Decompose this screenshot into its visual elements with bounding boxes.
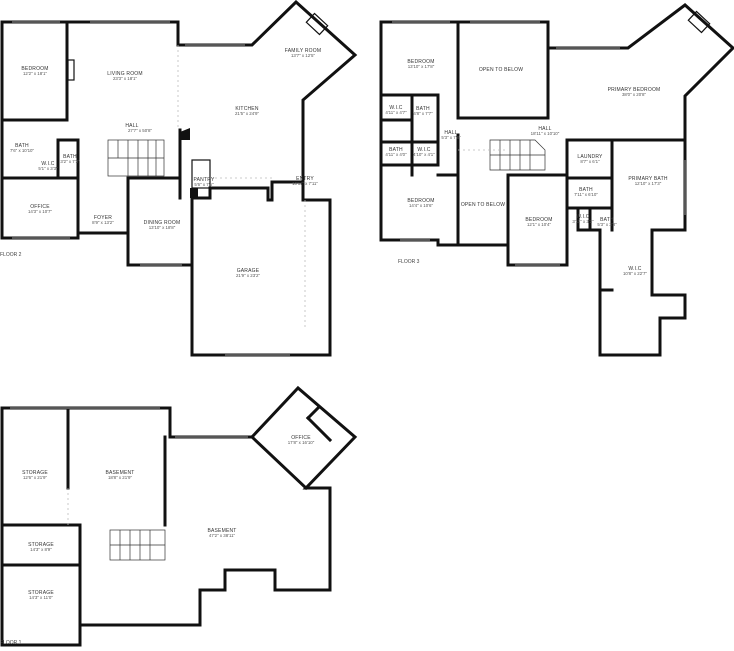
room-label: OFFICE [30,204,50,210]
room-label: W.I.C [389,105,402,111]
room-label: BATH [416,106,430,112]
room-dimensions: 5'6" x 7'5" [194,182,214,187]
room-dimensions: 10'8" x 22'7" [623,271,648,276]
room-dimensions: 4'8" x 7'7" [413,111,433,116]
room-dimensions: 27'7" x 50'8" [128,128,153,133]
room-dimensions: 7'6" x 10'10" [10,148,35,153]
room-dimensions: 4'11" x 4'0" [385,152,407,157]
room-dimensions: 23'3" x 18'1" [113,76,138,81]
room-dimensions: 4'10" x 4'1" [413,152,435,157]
room-dimensions: 8'7" x 6'1" [580,159,600,164]
room-label: PANTRY [193,177,214,183]
room-label: PRIMARY BEDROOM [608,87,661,93]
room-label: OPEN TO BELOW [461,202,505,208]
room-label: STORAGE [28,542,54,548]
room-label: W.I.C [576,214,589,220]
room-dimensions: 21'5" x 24'9" [235,111,260,116]
room-label: HALL [538,126,551,132]
room-dimensions: 13'10" x 18'8" [149,225,176,230]
room-dimensions: 38'0" x 20'8" [622,92,647,97]
room-dimensions: 18'11" x 10'10" [531,131,560,136]
room-dimensions: 18'8" x 21'9" [108,475,133,480]
room-label: BEDROOM [407,198,434,204]
room-dimensions: 14'4" x 10'6" [409,203,434,208]
floor-label: FLOOR 3 [398,259,420,265]
room-label: BEDROOM [407,59,434,65]
room-dimensions: 13'7" x 12'5" [291,53,316,58]
room-dimensions: 14'3" x 11'0" [29,595,53,600]
room-dimensions: 12'10" x 17'3" [635,181,662,186]
room-label: ENTRY [296,176,314,182]
room-dimensions: 17'8" x 16'10" [288,440,315,445]
room-dimensions: 7'11" x 6'10" [574,192,598,197]
room-label: PRIMARY BATH [628,176,668,182]
room-label: BEDROOM [21,66,48,72]
room-label: FAMILY ROOM [285,48,321,54]
room-dimensions: 5'3" x 7'8" [441,135,461,140]
floor-1-labels: OFFICE 17'8" x 16'10" STORAGE 12'6" x 21… [0,435,315,646]
room-label: OPEN TO BELOW [479,67,523,73]
room-label: BATH [389,147,403,153]
room-dimensions: 10'11" x 7'11" [292,181,318,186]
floor-2-labels: BEDROOM 12'2" x 18'1" LIVING ROOM 23'3" … [0,48,321,278]
room-label: HALL [444,130,457,136]
room-dimensions: 14'3" x 10'7" [28,209,53,214]
room-label: STORAGE [22,470,48,476]
floor-2-plan [0,0,358,357]
room-dimensions: 12'2" x 18'1" [23,71,48,76]
floor-3-plan [379,3,734,357]
room-dimensions: 21'9" x 23'2" [236,273,261,278]
room-label: BEDROOM [525,217,552,223]
room-label: BASEMENT [207,528,236,534]
room-dimensions: 8'9" x 13'2" [92,220,114,225]
room-dimensions: 14'3" x 8'9" [30,547,52,552]
room-label: LAUNDRY [577,154,603,160]
room-label: W.I.C [417,147,430,153]
room-label: W.I.C [41,161,54,167]
room-dimensions: 47'2" x 38'11" [209,533,236,538]
floor-label: FLOOR 1 [0,640,22,646]
room-label: HALL [125,123,138,129]
room-label: W.I.C [628,266,641,272]
room-dimensions: 3'11" x 3'3" [572,219,594,224]
room-label: STORAGE [28,590,54,596]
room-label: BATH [600,217,614,223]
room-dimensions: 4'11" x 4'7" [385,110,407,115]
room-label: KITCHEN [235,106,259,112]
floor-label: FLOOR 2 [0,252,22,258]
room-label: GARAGE [237,268,260,274]
room-dimensions: 12'1" x 10'4" [527,222,552,227]
room-dimensions: 5'1" x 3'3" [38,166,58,171]
room-label: LIVING ROOM [107,71,143,77]
room-label: FOYER [94,215,112,221]
room-label: BASEMENT [105,470,134,476]
room-label: BATH [63,154,77,160]
floor-1-plan [0,385,358,647]
room-dimensions: 13'10" x 17'8" [408,64,435,69]
room-dimensions: 12'6" x 21'9" [23,475,48,480]
room-label: OFFICE [291,435,311,441]
room-label: BATH [15,143,29,149]
room-dimensions: 3'2" x 7'3" [60,159,80,164]
room-label: DINING ROOM [144,220,181,226]
room-dimensions: 5'3" x 3'3" [597,222,617,227]
room-label: BATH [579,187,593,193]
floor-3-labels: BEDROOM 13'10" x 17'8" OPEN TO BELOW PRI… [385,59,668,276]
